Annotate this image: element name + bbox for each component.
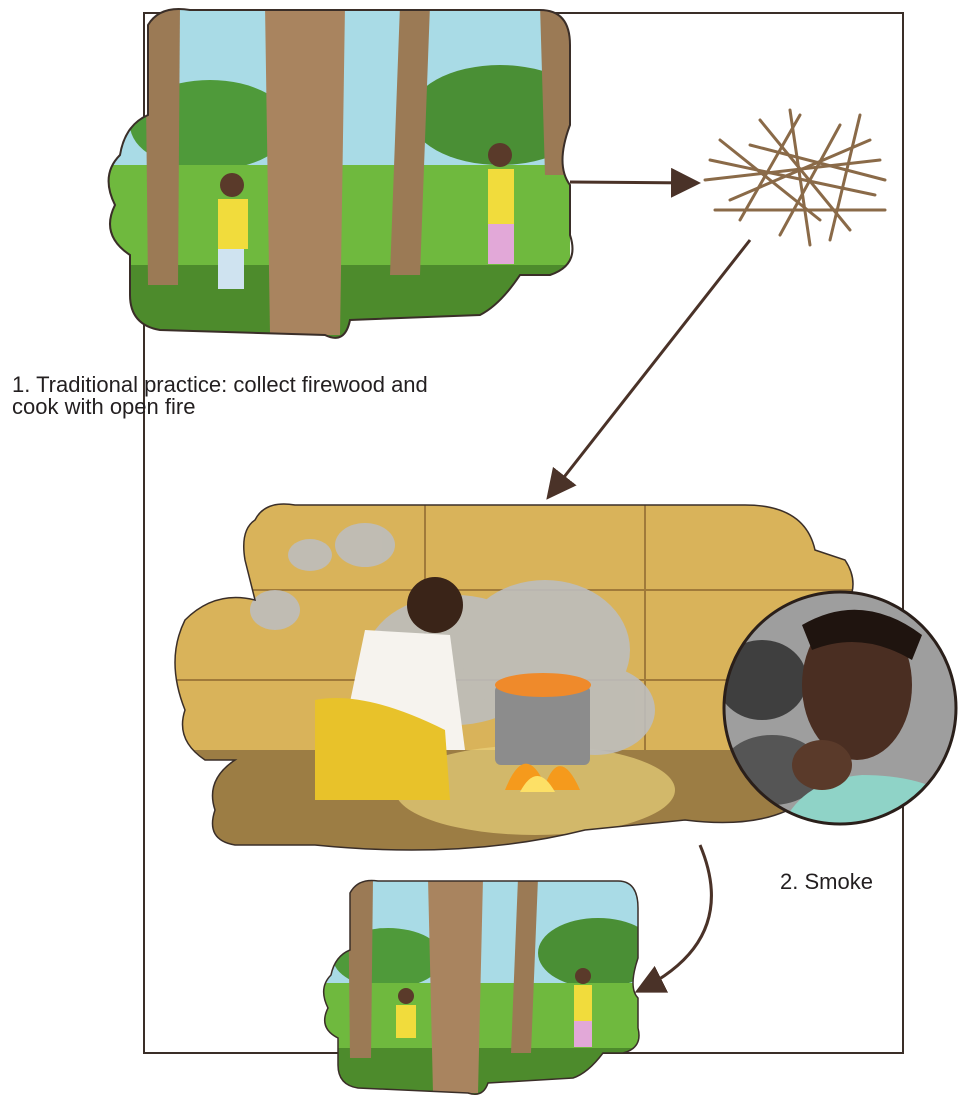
coughing-person-inset: [722, 590, 958, 826]
cooking-pot-icon: [495, 673, 591, 765]
caption-smoke: 2. Smoke: [780, 871, 873, 893]
arrow-to-kitchen: [550, 240, 750, 495]
forest-panel-bottom: [318, 878, 658, 1098]
arrow-to-firewood: [570, 182, 695, 183]
caption-traditional-practice: 1. Traditional practice: collect firewoo…: [12, 374, 428, 418]
